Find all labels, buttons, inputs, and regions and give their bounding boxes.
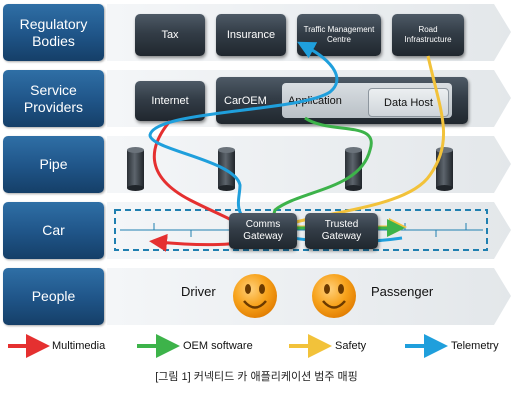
pipe-cylinder-4 [436, 147, 453, 191]
tax-box: Tax [135, 14, 205, 56]
legend-label-multimedia: Multimedia [52, 340, 106, 352]
road-infrastructure-box: Road Infrastructure [392, 14, 464, 56]
internet-box: Internet [135, 81, 205, 121]
figure-caption: [그림 1] 커넥티드 카 애플리케이션 범주 매핑 [155, 371, 358, 383]
car-network-boundary [114, 209, 488, 251]
insurance-box: Insurance [216, 14, 286, 56]
layer-label-service: Service Providers [3, 70, 104, 127]
data-host-box: Data Host [368, 88, 449, 117]
driver-smiley-icon [233, 274, 277, 318]
comms-gateway-box: Comms Gateway [229, 213, 297, 249]
pipe-cylinder-1 [127, 147, 144, 191]
layer-label-people: People [3, 268, 104, 325]
oem-software-flow-arrow [268, 116, 405, 237]
layer-label-regulatory: Regulatory Bodies [3, 4, 104, 61]
legend-label-telemetry: Telemetry [451, 340, 499, 352]
lane-pipe [107, 136, 511, 193]
application-label: Application [288, 94, 342, 107]
passenger-smiley-icon [312, 274, 356, 318]
safety-flow-arrow [289, 55, 446, 236]
lane-people [107, 268, 511, 325]
driver-label: Driver [181, 284, 216, 299]
layer-label-pipe: Pipe [3, 136, 104, 193]
legend-label-safety: Safety [335, 340, 367, 352]
passenger-label: Passenger [371, 284, 434, 299]
legend-label-oem-software: OEM software [183, 340, 253, 352]
caroem-label: CarOEM [224, 94, 267, 107]
layer-label-car: Car [3, 202, 104, 259]
trusted-gateway-box: Trusted Gateway [305, 213, 378, 249]
